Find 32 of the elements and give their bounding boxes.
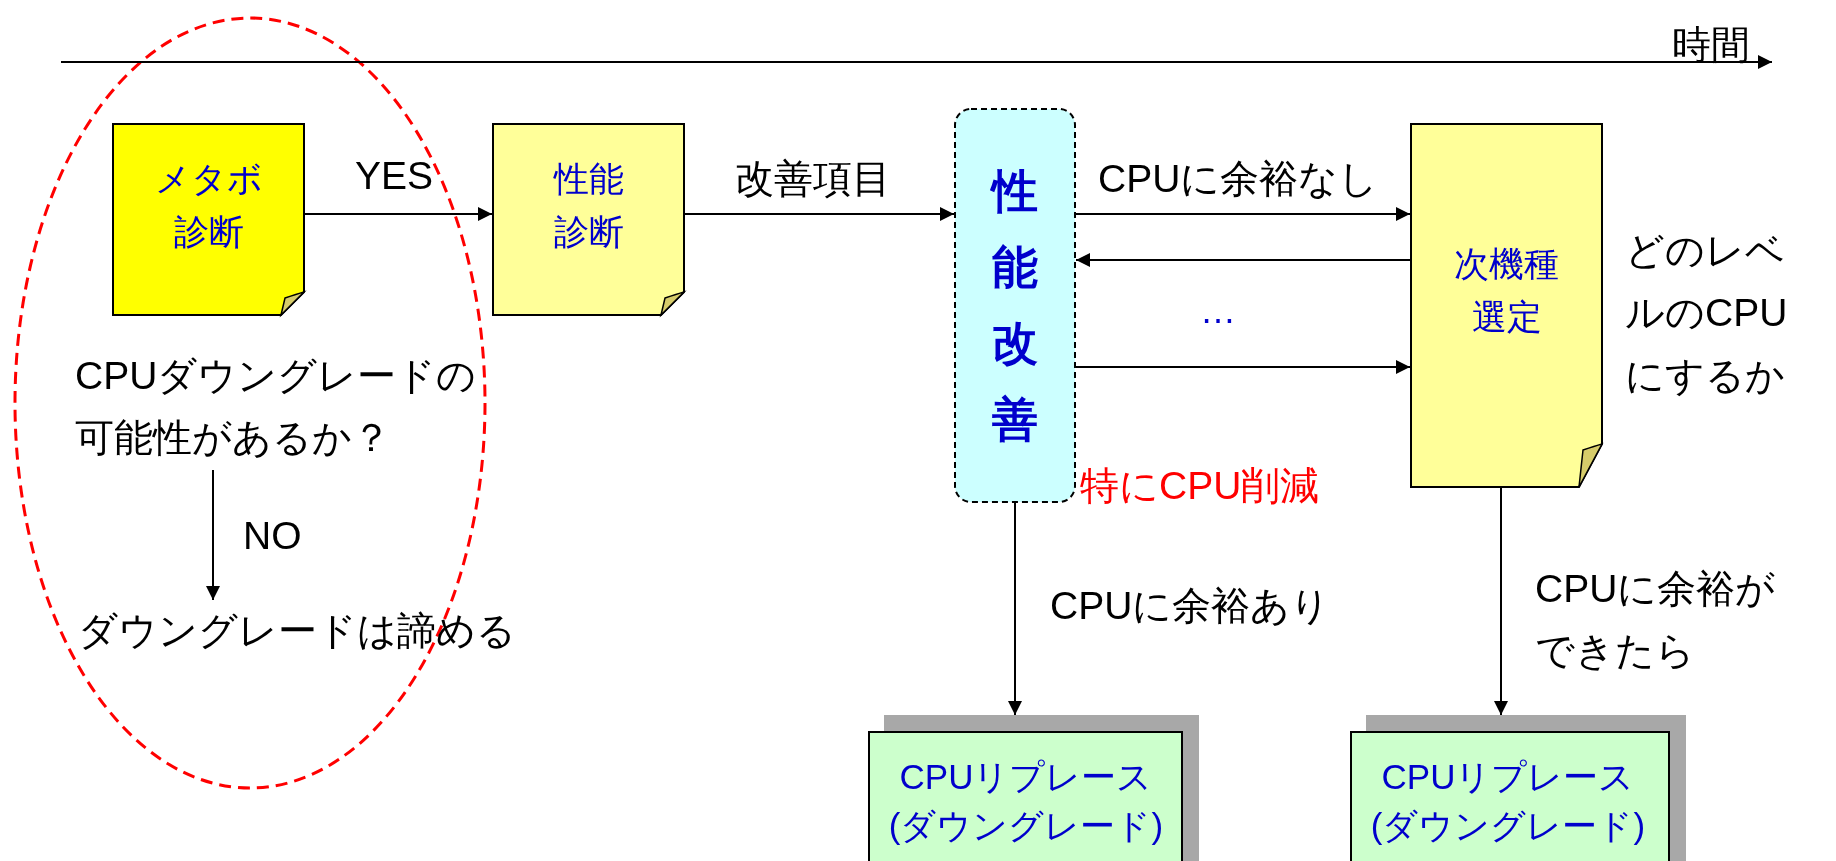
edge-label: CPUに余裕ができたら [1535, 566, 1777, 675]
axis-label: 時間 [1672, 22, 1750, 68]
ellipsis-mark: … [1200, 289, 1236, 333]
arrow [1075, 207, 1411, 221]
arrow [684, 207, 955, 221]
process-box [954, 108, 1076, 503]
edge-label: CPUに余裕なし [1098, 156, 1379, 202]
note-text: 特にCPU削減 [1080, 463, 1320, 509]
box-label: CPUリプレース(ダウングレード) [1369, 756, 1647, 847]
question-text: CPUダウングレードの可能性があるか？ [75, 345, 480, 470]
edge-label: NO [243, 513, 302, 559]
note-text: どのレベルのCPUにするか [1625, 228, 1789, 399]
result-box [868, 715, 1199, 861]
conclusion-text: ダウングレードは諦める [78, 600, 528, 663]
edge-label: CPUに余裕あり [1050, 583, 1332, 629]
box-label: 次機種選定 [1453, 243, 1560, 338]
note-box [492, 123, 685, 316]
result-box [1350, 715, 1686, 861]
arrow [206, 469, 220, 601]
arrow [1075, 360, 1411, 374]
arrow [1494, 487, 1508, 716]
edge-label: 改善項目 [735, 156, 891, 202]
note-box [112, 123, 305, 316]
box-label: 性能改善 [989, 164, 1039, 447]
arrow [1075, 253, 1411, 267]
note-box [1410, 123, 1603, 488]
box-label: メタボ診断 [153, 158, 264, 253]
arrow [304, 207, 493, 221]
arrow [1008, 502, 1022, 716]
edge-label: YES [355, 153, 434, 199]
box-label: CPUリプレース(ダウングレード) [887, 756, 1165, 847]
box-label: 性能診断 [552, 158, 625, 253]
